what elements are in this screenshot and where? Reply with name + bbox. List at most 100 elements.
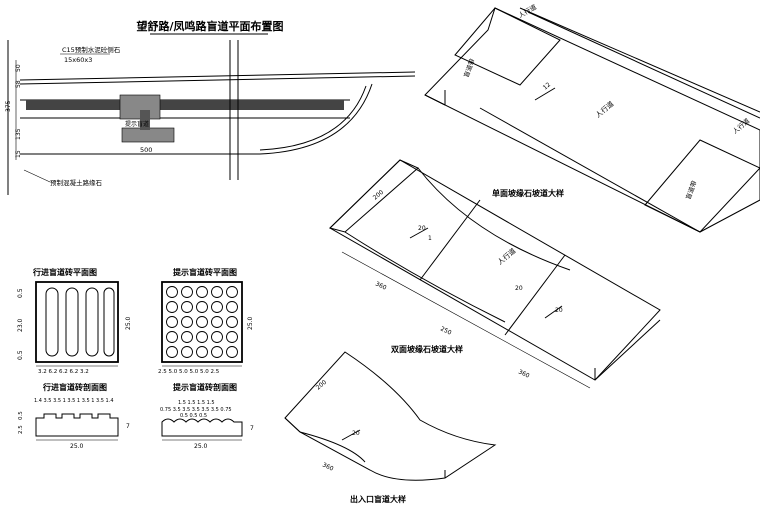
warning-dot: [166, 316, 178, 328]
warning-dot: [181, 301, 193, 313]
warning-dot: [196, 286, 208, 298]
concrete-curb-label: 预制混凝土路缘石: [50, 178, 103, 187]
warning-dot: [226, 331, 238, 343]
connector-strip: [140, 110, 150, 130]
guide-h7: 7: [126, 423, 130, 430]
plan-layout: 望舒路/凤鸣路盲道平面布置图 375 58 135 50 15 C15预制水泥砼…: [5, 19, 416, 195]
guide-section-25: 25.0: [70, 443, 84, 450]
guide-h2: 2.5: [18, 425, 24, 434]
road-edge-top: [19, 71, 416, 81]
guide-section-profile: [35, 413, 119, 437]
slope-curve-bottom: [344, 231, 506, 323]
warning-section-profile: [161, 418, 243, 437]
warning-plan-title: 提示盲道砖平面图: [173, 267, 237, 277]
warning-section-25: 25.0: [194, 443, 208, 450]
curb-stone-label: C15预制水泥砼侧石: [62, 45, 121, 54]
dim-375: 375: [5, 100, 12, 112]
entrance-edge: [284, 417, 301, 433]
warning-seq-bottom: 0.75 3.5 3.5 3.5 3.5 3.5 0.75: [160, 407, 232, 413]
warning-dot: [211, 316, 223, 328]
guide-section-seq: 1.4 3.5 3.5 1 3.5 1 3.5 1 3.5 1.4: [34, 398, 114, 404]
blind-lane-right: [644, 139, 760, 233]
leader-line-2: [23, 169, 51, 183]
entrance-outline: [284, 351, 497, 481]
warning-dot: [166, 331, 178, 343]
double-sidewalk-label: 人行道: [496, 246, 518, 266]
warning-brick-section: 提示盲道砖剖面图 1.5 1.5 1.5 1.5 0.75 3.5 3.5 3.…: [160, 382, 254, 450]
dim-250: 250: [439, 325, 453, 336]
dim-50: 50: [15, 64, 22, 72]
divider-1: [419, 199, 481, 281]
entrance-title: 出入口盲道大样: [350, 494, 406, 504]
entrance-arrow: [341, 429, 361, 441]
entrance-slope-20: 20: [352, 430, 360, 437]
warning-brick-plan: 提示盲道砖平面图 25.0 2.5 5.0 5.0 5.0 5.0 2.5: [158, 267, 254, 375]
guide-dim-23: 23.0: [17, 318, 24, 332]
warning-dot: [181, 286, 193, 298]
blind-lane-left: [454, 7, 561, 86]
dim-58: 58: [15, 80, 22, 88]
single-slope-detail: 盲道带 盲道带 人行道 12 人行道 人行道 单面坡缘石坡道大样: [424, 2, 760, 233]
guide-dim-top: 0.5: [17, 288, 24, 298]
guide-brick-outline: [35, 281, 119, 363]
warning-seq-top: 1.5 1.5 1.5 1.5: [178, 400, 215, 406]
arrow-l: [409, 227, 429, 239]
dim-200-a: 200: [372, 189, 385, 202]
warning-dots: [166, 286, 238, 358]
warning-dot: [181, 346, 193, 358]
guide-bottom-seq: 3.2 6.2 6.2 6.2 3.2: [38, 369, 89, 375]
curb-curve-inner: [259, 85, 367, 151]
blind-lane-label-right: 盲道带: [683, 179, 698, 201]
dim-135: 135: [15, 128, 22, 140]
guide-tactile-strip: [26, 100, 344, 110]
rib-1: [45, 287, 59, 357]
divider-2: [504, 254, 566, 336]
entrance-dim-360: 360: [321, 461, 335, 472]
warning-dot: [211, 331, 223, 343]
blind-brick-label: 提示盲道: [125, 120, 149, 128]
dim-360-b: 360: [517, 368, 531, 379]
bottom-edge: [479, 107, 701, 233]
warning-small: 0.5 0.5 0.5: [180, 413, 207, 419]
top-road-label: 人行道: [517, 2, 539, 20]
slope-12: 12: [542, 81, 552, 91]
rib-3: [85, 287, 99, 357]
rib-4: [103, 287, 115, 357]
warning-dot: [166, 301, 178, 313]
top-road-line-2: [519, 7, 760, 113]
guide-dim-25: 25.0: [125, 316, 132, 330]
entrance-detail: 20 200 360 出入口盲道大样: [284, 351, 497, 504]
warning-bottom: 2.5 5.0 5.0 5.0 5.0 2.5: [158, 369, 220, 375]
warning-dot: [196, 346, 208, 358]
road-edge-top2: [19, 75, 416, 85]
warning-dot: [166, 346, 178, 358]
right-road-label: 人行道: [731, 116, 752, 136]
warning-dot: [196, 301, 208, 313]
warning-dot: [226, 316, 238, 328]
warning-dim-25: 25.0: [247, 316, 254, 330]
right-face: [594, 319, 661, 381]
entrance-inner-curve: [299, 431, 366, 463]
warning-section-title: 提示盲道砖剖面图: [173, 382, 237, 392]
warning-brick-outline: [161, 281, 243, 363]
slope-20-right: 20: [555, 307, 563, 314]
curb-curve: [259, 83, 373, 155]
warning-dot: [211, 301, 223, 313]
rib-2: [65, 287, 79, 357]
warning-dot: [181, 316, 193, 328]
blind-lane-label-left: 盲道带: [461, 57, 476, 79]
warning-dot: [166, 286, 178, 298]
warning-h7: 7: [250, 425, 254, 432]
warning-dot: [211, 346, 223, 358]
dim-15: 15: [15, 150, 22, 158]
guide-section-title: 行进盲道砖剖面图: [42, 382, 107, 392]
double-slope-title: 双面坡缘石坡道大样: [391, 344, 463, 354]
single-slope-title: 单面坡缘石坡道大样: [492, 188, 564, 198]
edge: [424, 94, 446, 106]
slope-1-left: 1: [428, 235, 432, 242]
warning-dot: [196, 331, 208, 343]
top-road-line: [527, 11, 760, 119]
plan-layout-title: 望舒路/凤鸣路盲道平面布置图: [136, 19, 283, 33]
guide-plan-title: 行进盲道砖平面图: [32, 267, 97, 277]
